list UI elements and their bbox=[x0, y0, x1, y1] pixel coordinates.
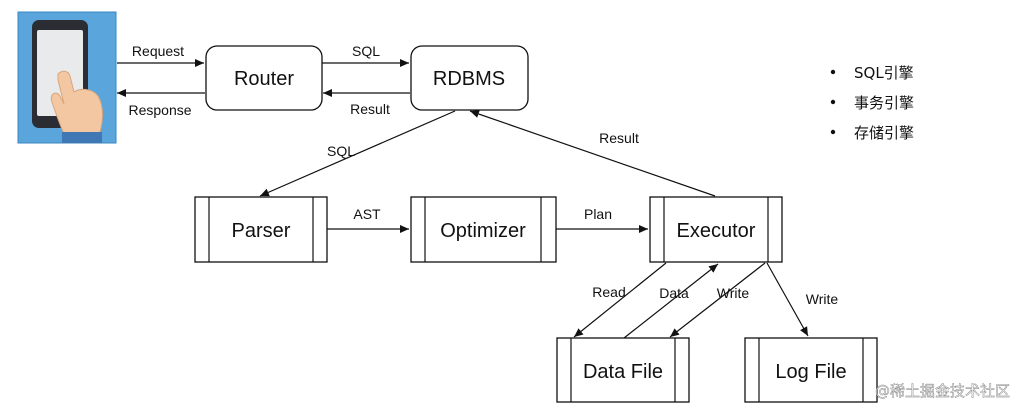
engine-bullet-list: SQL引擎 事务引擎 存储引擎 bbox=[830, 64, 914, 142]
bullet-item: 事务引擎 bbox=[854, 94, 914, 112]
router-label: Router bbox=[234, 68, 294, 90]
data-arrow bbox=[623, 263, 719, 339]
optimizer-label: Optimizer bbox=[440, 220, 526, 242]
executor-node: Executor bbox=[649, 196, 783, 263]
result-up-label: Result bbox=[599, 130, 639, 146]
response-label: Response bbox=[128, 102, 191, 118]
sql-rdbms-parser-arrow bbox=[259, 110, 456, 197]
data-file-node: Data File bbox=[556, 337, 690, 403]
write-log-label: Write bbox=[806, 291, 839, 307]
read-arrow bbox=[573, 262, 667, 338]
parser-label: Parser bbox=[232, 220, 291, 242]
request-label: Request bbox=[132, 43, 184, 59]
bullet-dot bbox=[830, 99, 836, 105]
data-file-label: Data File bbox=[583, 361, 663, 383]
executor-label: Executor bbox=[677, 220, 756, 242]
result-executor-rdbms-arrow bbox=[469, 110, 716, 197]
bullet-dot bbox=[830, 69, 836, 75]
bullet-dot bbox=[830, 129, 836, 135]
optimizer-node: Optimizer bbox=[410, 196, 557, 263]
watermark: @稀土掘金技术社区 bbox=[875, 382, 1010, 400]
plan-label: Plan bbox=[584, 206, 612, 222]
phone-in-hand-icon bbox=[17, 11, 117, 144]
log-file-node: Log File bbox=[744, 337, 878, 403]
log-file-label: Log File bbox=[775, 361, 846, 383]
router-node: Router bbox=[205, 45, 323, 111]
result-top-label: Result bbox=[350, 101, 390, 117]
ast-label: AST bbox=[353, 206, 381, 222]
sql-top-label: SQL bbox=[352, 43, 380, 59]
write-data-label: Write bbox=[717, 285, 750, 301]
data-label: Data bbox=[659, 285, 689, 301]
parser-node: Parser bbox=[194, 196, 328, 263]
rdbms-label: RDBMS bbox=[433, 68, 505, 90]
read-label: Read bbox=[592, 284, 625, 300]
write-data-arrow bbox=[669, 262, 766, 338]
bullet-item: 存储引擎 bbox=[854, 124, 914, 142]
bullet-item: SQL引擎 bbox=[854, 64, 914, 82]
rdbms-node: RDBMS bbox=[410, 45, 529, 111]
sql-down-label: SQL bbox=[327, 143, 355, 159]
write-log-arrow bbox=[766, 262, 809, 337]
